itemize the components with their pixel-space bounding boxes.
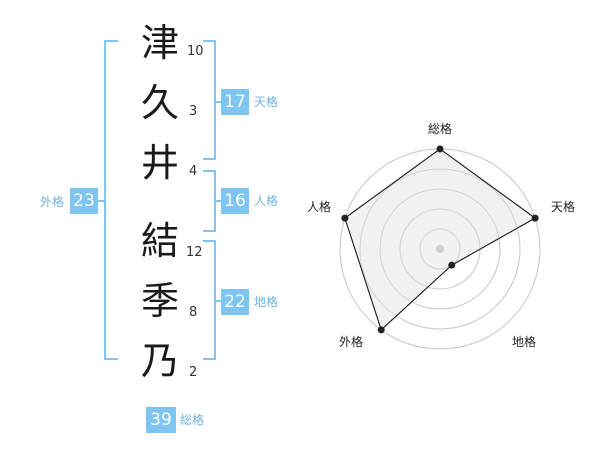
radar-point-1 — [436, 145, 444, 153]
gaikaku-bracket — [104, 40, 118, 360]
jinkaku-badge: 16 — [221, 188, 249, 214]
radar-label-tenkaku: 天格 — [550, 200, 575, 214]
radar-point-5 — [341, 214, 349, 222]
gaikaku-connector — [96, 200, 105, 202]
chikaku-connector — [215, 300, 221, 302]
gaikaku-label: 外格 — [40, 195, 65, 209]
chikaku-badge: 22 — [221, 289, 249, 315]
stroke-count-4: 12 — [186, 245, 203, 260]
tenkaku-bracket — [203, 40, 216, 160]
radar-label-jinkaku: 人格 — [306, 200, 331, 214]
radar-ring-overlay — [379, 188, 501, 310]
radar-point-3 — [448, 261, 456, 269]
radar-point-2 — [531, 214, 539, 222]
radar-label-gaikaku: 外格 — [338, 335, 363, 349]
stroke-count-5: 8 — [189, 305, 198, 320]
name-char-6: 乃 — [140, 339, 179, 383]
stroke-count-6: 2 — [189, 365, 198, 380]
name-char-1: 津 — [140, 21, 179, 65]
name-char-4: 結 — [140, 219, 179, 263]
tenkaku-connector — [215, 101, 221, 103]
radar-label-chikaku: 地格 — [511, 335, 536, 349]
name-char-2: 久 — [140, 81, 179, 125]
name-char-3: 井 — [140, 141, 179, 185]
stroke-count-3: 4 — [189, 164, 198, 179]
radar-outline — [344, 148, 537, 331]
soukaku-badge: 39 — [146, 407, 176, 433]
radar-area — [344, 148, 537, 331]
jinkaku-connector — [215, 200, 221, 202]
radar-ring-overlay — [419, 228, 461, 270]
tenkaku-label: 天格 — [254, 95, 279, 109]
radar-center — [436, 245, 444, 253]
radar-ring-overlay — [359, 168, 521, 330]
radar-point-4 — [377, 326, 385, 334]
stroke-count-1: 10 — [187, 44, 204, 59]
radar-label-soukaku: 総格 — [427, 122, 452, 136]
chikaku-label: 地格 — [254, 295, 279, 309]
tenkaku-badge: 17 — [221, 89, 249, 115]
soukaku-label: 総格 — [180, 413, 205, 427]
name-char-5: 季 — [140, 279, 179, 323]
jinkaku-label: 人格 — [254, 194, 279, 208]
gaikaku-badge: 23 — [70, 188, 98, 214]
stroke-count-2: 3 — [189, 104, 198, 119]
